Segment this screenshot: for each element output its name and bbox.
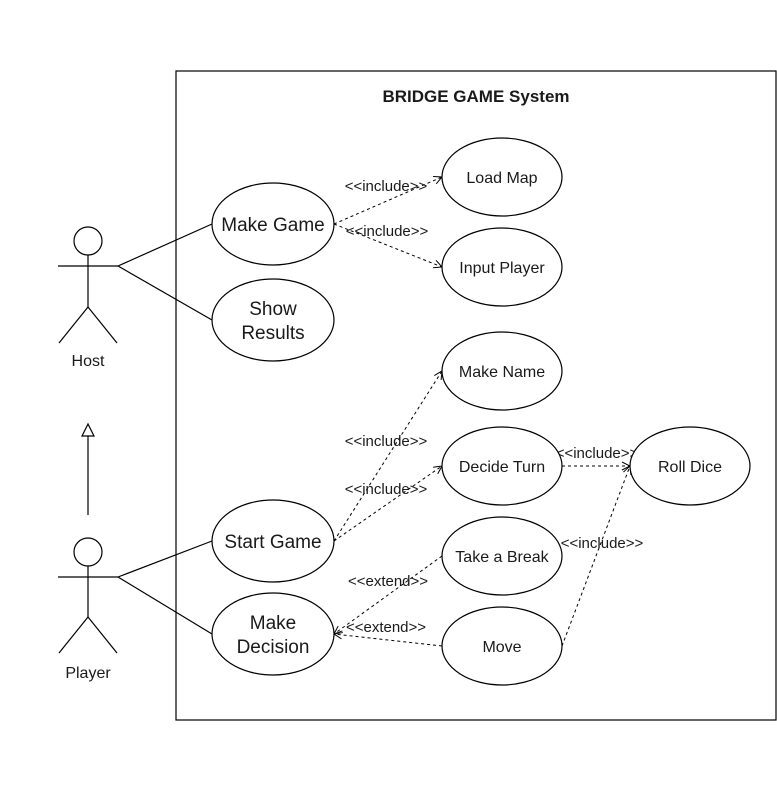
generalization-arrow	[81, 422, 95, 515]
use-case-roll-dice[interactable]: Roll Dice	[629, 426, 751, 506]
stereo-include-roll-dice-decide: <<include>>	[556, 445, 639, 462]
stereo-include-roll-dice-move: <<include>>	[561, 535, 644, 552]
assoc-player-make-decision	[117, 576, 213, 635]
dep-take-break-make-decision	[334, 555, 443, 634]
assoc-host-show-results	[117, 265, 213, 321]
use-case-start-game[interactable]: Start Game	[211, 499, 335, 583]
use-case-decide-turn[interactable]: Decide Turn	[441, 426, 563, 506]
player-left-leg	[58, 616, 89, 654]
host-left-leg	[58, 306, 89, 344]
make-name-label: Make Name	[459, 364, 545, 381]
start-game-label: Start Game	[224, 532, 321, 553]
make-game-label: Make Game	[221, 215, 324, 236]
player-right-leg	[87, 616, 118, 654]
decide-turn-label: Decide Turn	[459, 459, 545, 476]
host-actor[interactable]: Host	[58, 226, 118, 370]
host-head	[73, 226, 103, 256]
host-label: Host	[72, 353, 105, 370]
dep-start-game-make-name	[333, 371, 442, 542]
use-case-make-decision[interactable]: Make Decision	[211, 592, 335, 676]
assoc-player-start-game	[117, 540, 213, 578]
use-case-make-name[interactable]: Make Name	[441, 331, 563, 411]
make-decision-label-line1: Make	[250, 613, 296, 634]
roll-dice-label: Roll Dice	[658, 459, 722, 476]
stereo-include-load-map: <<include>>	[345, 178, 428, 195]
use-case-move[interactable]: Move	[441, 606, 563, 686]
use-case-make-game[interactable]: Make Game	[211, 182, 335, 266]
player-label: Player	[65, 665, 111, 682]
stereo-extend-move: <<extend>>	[346, 619, 426, 636]
use-case-input-player[interactable]: Input Player	[441, 227, 563, 307]
make-decision-label-line2: Decision	[237, 637, 310, 658]
use-case-show-results[interactable]: Show Results	[211, 278, 335, 362]
player-actor[interactable]: Player	[58, 537, 118, 682]
host-right-leg	[87, 306, 118, 344]
load-map-label: Load Map	[466, 170, 537, 187]
dep-make-game-input-player	[333, 223, 442, 267]
dep-move-make-decision	[334, 634, 443, 647]
take-a-break-label: Take a Break	[455, 549, 549, 566]
system-title: BRIDGE GAME System	[382, 87, 569, 106]
dep-make-game-load-map	[333, 177, 442, 225]
show-results-label-line1: Show	[249, 299, 297, 320]
use-case-take-a-break[interactable]: Take a Break	[441, 516, 563, 596]
dep-start-game-decide-turn	[333, 466, 442, 542]
assoc-host-make-game	[117, 223, 213, 267]
stereo-include-decide-turn: <<include>>	[345, 481, 428, 498]
move-label: Move	[482, 639, 521, 656]
input-player-label: Input Player	[459, 260, 545, 277]
stereo-extend-take-break: <<extend>>	[348, 573, 428, 590]
use-case-load-map[interactable]: Load Map	[441, 137, 563, 217]
dep-move-roll-dice	[561, 466, 630, 647]
player-head	[73, 537, 103, 567]
system-boundary	[175, 70, 777, 721]
show-results-label-line2: Results	[241, 323, 304, 344]
stereo-include-input-player: <<include>>	[346, 223, 429, 240]
stereo-include-make-name: <<include>>	[345, 433, 428, 450]
